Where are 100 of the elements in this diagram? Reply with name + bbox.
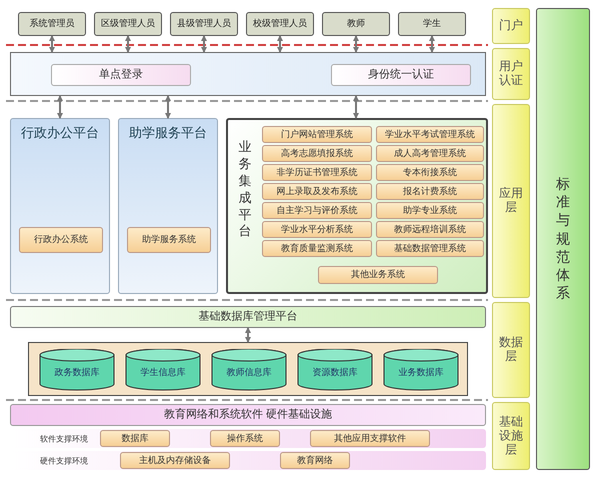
node-label: 自主学习与评价系统 [276, 205, 358, 216]
node-label: 成人高考管理系统 [393, 148, 467, 159]
system-box [262, 145, 372, 162]
system-box [376, 202, 484, 219]
layer-label: 基础设施层 [498, 415, 524, 457]
system-box [210, 430, 280, 447]
node-label: 教师 [346, 18, 366, 30]
platform-panel [10, 118, 110, 294]
system-box [127, 227, 211, 253]
node-label: 学业水平考试管理系统 [384, 129, 476, 140]
node-label: 助学服务系统 [141, 234, 197, 246]
node-label: 身份统一认证 [367, 68, 435, 82]
node-label: 学生信息库 [140, 368, 186, 379]
node-label: 基础数据库管理平台 [198, 310, 298, 324]
node-label: 高考志愿填报系统 [280, 148, 354, 159]
panel-title: 助学服务平台 [128, 127, 208, 142]
node-label: 校级管理人员 [252, 18, 308, 30]
node-label: 行政办公系统 [33, 234, 89, 246]
double-arrow [125, 35, 131, 53]
layer-tab [492, 8, 530, 44]
infrastructure-bar [10, 404, 486, 426]
node-label: 非学历证书管理系统 [276, 167, 358, 178]
platform-panel [118, 118, 218, 294]
user-role-box [94, 12, 162, 36]
system-box [376, 145, 484, 162]
system-box [100, 430, 170, 447]
system-box [376, 240, 484, 257]
node-label: 数据库 [120, 433, 150, 444]
system-box [262, 221, 372, 238]
node-label: 学业水平分析系统 [280, 224, 354, 235]
panel-title: 行政办公平台 [20, 127, 100, 142]
user-role-box [18, 12, 86, 36]
node-label: 其他应用支撑软件 [333, 433, 407, 444]
node-label: 教师远程培训系统 [393, 224, 467, 235]
layer-tab [492, 402, 530, 470]
node-label: 学生 [422, 18, 442, 30]
node-label: 操作系统 [226, 433, 264, 444]
layer-label: 标准与规范体系 [556, 175, 570, 303]
double-arrow [245, 327, 251, 343]
layer-label: 数据层 [498, 336, 524, 364]
integration-panel [226, 118, 488, 294]
double-arrow [201, 35, 207, 53]
node-label: 教育网络 [296, 455, 334, 466]
double-arrow [353, 95, 359, 119]
database-cylinder [297, 349, 373, 391]
node-label: 教师信息库 [226, 368, 272, 379]
system-box [262, 126, 372, 143]
layer-label: 门户 [498, 19, 524, 33]
system-box [262, 240, 372, 257]
layer-label: 应用层 [498, 187, 524, 215]
auth-panel [10, 52, 486, 96]
auth-box [51, 64, 191, 86]
system-box [280, 452, 350, 469]
double-arrow [353, 35, 359, 53]
node-label: 区级管理人员 [100, 18, 156, 30]
user-role-box [322, 12, 390, 36]
system-box [120, 452, 230, 469]
double-arrow [429, 35, 435, 53]
system-box [376, 183, 484, 200]
node-label: 系统管理员 [28, 18, 76, 30]
double-arrow [49, 35, 55, 53]
user-role-box [246, 12, 314, 36]
row-label: 硬件支撑环境 [40, 456, 88, 466]
panel-title: 业务集成平台 [238, 140, 252, 242]
database-cylinder [383, 349, 459, 391]
node-label: 基础数据管理系统 [393, 243, 467, 254]
standards-bar [536, 8, 590, 470]
node-label: 业务数据库 [398, 368, 444, 379]
system-box [310, 430, 430, 447]
node-label: 专本衔接系统 [402, 167, 458, 178]
node-label: 门户网站管理系统 [280, 129, 354, 140]
node-label: 教育网络和系统软件 硬件基础设施 [162, 408, 334, 422]
layer-tab [492, 48, 530, 100]
layer-label: 用户认证 [498, 60, 524, 88]
node-label: 主机及内存储设备 [138, 455, 212, 466]
platform-bar [10, 306, 486, 328]
layer-tab [492, 302, 530, 398]
system-box [262, 164, 372, 181]
system-box [318, 266, 438, 284]
node-label: 助学专业系统 [402, 205, 458, 216]
auth-box [331, 64, 471, 86]
system-box [376, 221, 484, 238]
node-label: 其他业务系统 [350, 270, 406, 280]
node-label: 报名计费系统 [402, 186, 458, 197]
node-label: 教育质量监测系统 [280, 243, 354, 254]
database-cylinder [211, 349, 287, 391]
row-label: 软件支撑环境 [40, 434, 88, 444]
node-label: 资源数据库 [312, 368, 358, 379]
database-cylinder [39, 349, 115, 391]
user-role-box [398, 12, 466, 36]
system-box [376, 164, 484, 181]
node-label: 单点登录 [98, 68, 144, 82]
user-role-box [170, 12, 238, 36]
system-box [262, 202, 372, 219]
system-box [262, 183, 372, 200]
database-cylinder [125, 349, 201, 391]
node-label: 网上录取及发布系统 [276, 186, 358, 197]
double-arrow [277, 35, 283, 53]
database-group-panel [28, 342, 468, 396]
system-box [376, 126, 484, 143]
